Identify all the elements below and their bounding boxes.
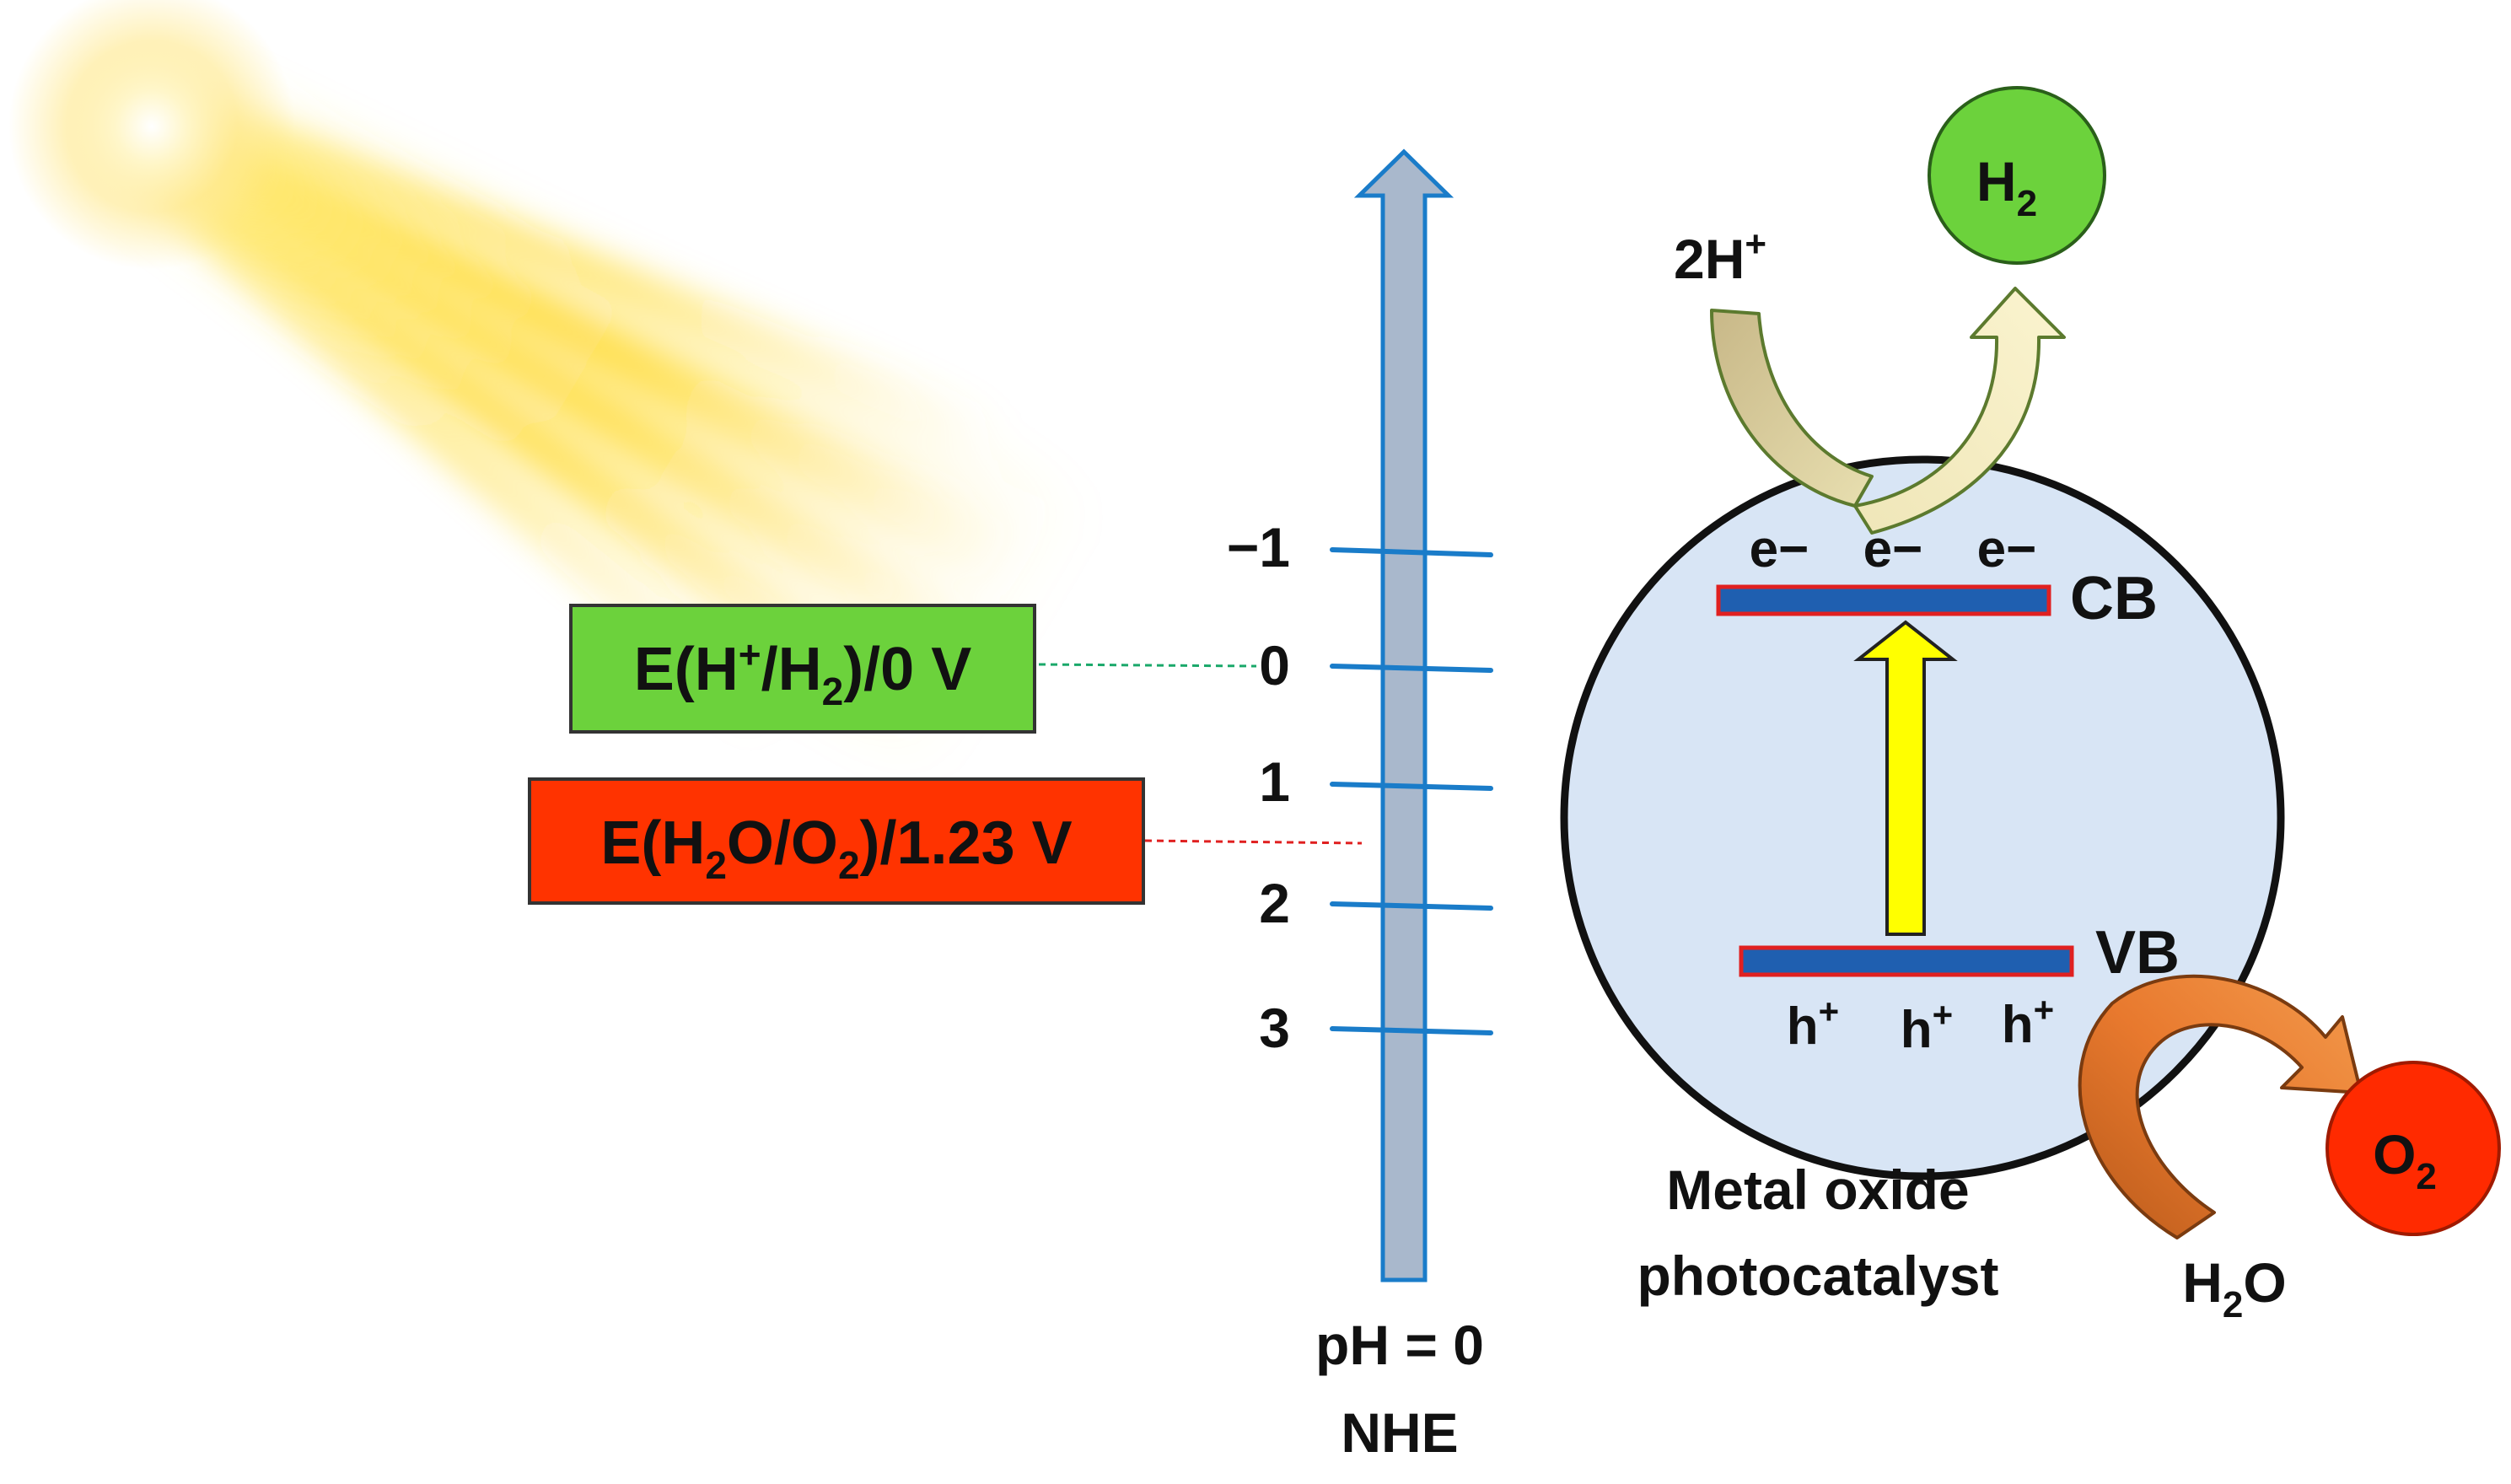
hole-label: h+ <box>2002 990 2054 1054</box>
conduction-band <box>1716 584 2051 616</box>
reference-electrode-label: NHE <box>1341 1401 1458 1464</box>
hydrogen-evolution-arrow <box>1710 287 2066 535</box>
hydrogen-product-label: H2 <box>1976 150 2037 224</box>
catalyst-caption: Metal oxide <box>1666 1159 1969 1221</box>
tick-label: −1 <box>1227 516 1290 578</box>
electron-label: e− <box>1750 520 1809 578</box>
catalyst-caption: photocatalyst <box>1637 1245 1998 1307</box>
valence-band <box>1739 945 2074 977</box>
water-label: H2O <box>2182 1251 2287 1325</box>
axis-ticks <box>1330 547 1493 1035</box>
sun-icon <box>8 0 295 270</box>
valence-band-label: VB <box>2095 919 2180 987</box>
hydrogen-product-bubble <box>1928 86 2106 265</box>
tick-label: 0 <box>1259 634 1290 696</box>
tick-mark <box>1330 547 1493 557</box>
oxygen-product-label: O2 <box>2373 1123 2437 1197</box>
hydrogen-potential-label: E(H+/H2)/0 V <box>634 632 972 713</box>
oxygen-evolution-arrow <box>2078 974 2363 1239</box>
proton-uptake-arrow <box>1710 309 1874 508</box>
proton-label: 2H+ <box>1674 223 1766 290</box>
tick-label: 2 <box>1259 872 1290 934</box>
tick-label: 1 <box>1259 750 1290 813</box>
tick-label: 3 <box>1259 997 1290 1059</box>
oxygen-potential-box <box>528 777 1145 905</box>
tick-mark <box>1330 664 1493 673</box>
hydrogen-potential-connector <box>1038 663 1257 668</box>
conduction-band-label: CB <box>2070 565 2158 632</box>
tick-mark <box>1330 782 1493 791</box>
tick-mark <box>1330 1026 1493 1035</box>
hole-label: h+ <box>1901 995 1953 1059</box>
excitation-arrow <box>1853 620 1958 936</box>
oxygen-potential-label: E(H2O/O2)/1.23 V <box>600 809 1072 887</box>
condition-label: pH = 0 <box>1315 1314 1484 1376</box>
hydrogen-potential-box <box>569 604 1036 734</box>
potential-axis-arrow <box>1353 148 1454 1282</box>
oxygen-product-bubble <box>2325 1061 2501 1236</box>
hydrogen-release-arrow <box>1853 287 2066 535</box>
oxygen-potential-connector <box>1144 839 1363 845</box>
tick-mark <box>1330 901 1493 911</box>
hole-label: h+ <box>1787 992 1839 1056</box>
electron-label: e− <box>1977 520 2037 578</box>
